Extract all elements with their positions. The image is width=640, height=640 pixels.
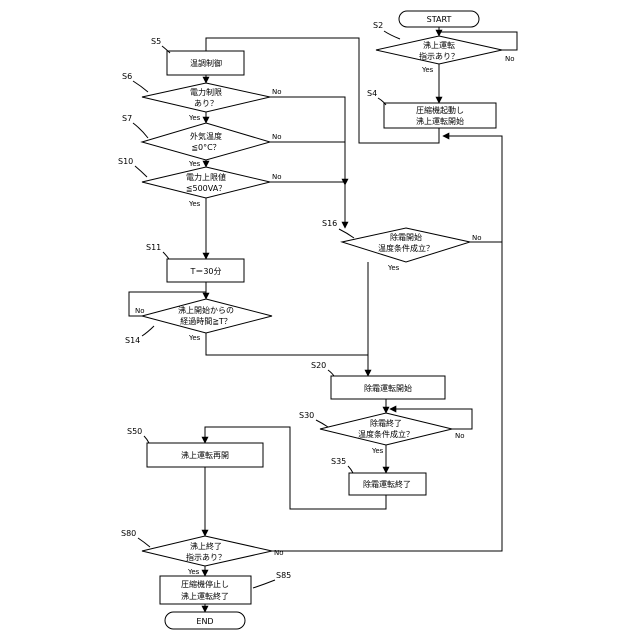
step-labels: S2 S4 S5 S6 S7 S10 S11 S14 S16 S20 S30 S…: [118, 21, 400, 588]
end-label: END: [196, 617, 213, 626]
process-s20: 除霜運転開始: [331, 376, 445, 399]
step-s16: S16: [322, 219, 337, 228]
decision-s80: 沸上終了 指示あり？: [142, 536, 272, 566]
s14-line-2: 経過時間≧T？: [180, 316, 232, 326]
s4-line-2: 沸上運転開始: [416, 116, 464, 126]
decision-s14: 沸上開始からの 経過時間≧T？: [142, 299, 272, 333]
process-s50: 沸上運転再開: [147, 443, 263, 467]
s6-line-1: 電力制限: [190, 87, 222, 97]
step-s35: S35: [331, 457, 346, 466]
s4-line-1: 圧縮機起動し: [416, 105, 464, 115]
s30-no-label: No: [455, 432, 465, 440]
process-s85: 圧縮機停止し 沸上運転終了: [160, 576, 251, 604]
process-s4: 圧縮機起動し 沸上運転開始: [384, 103, 496, 128]
step-s20: S20: [311, 361, 326, 370]
s6-line-2: あり？: [194, 99, 218, 108]
s11-label: T＝30分: [189, 267, 221, 276]
decision-s7: 外気温度 ≦0°C？: [142, 123, 270, 160]
s5-label: 温調制御: [190, 58, 222, 68]
decision-s16: 除霜開始 温度条件成立？: [342, 228, 470, 262]
start-label: START: [427, 15, 452, 24]
s35-label: 除霜運転終了: [363, 479, 411, 489]
s7-line-2: ≦0°C？: [191, 143, 220, 152]
s7-no-label: No: [272, 133, 282, 141]
s50-label: 沸上運転再開: [181, 450, 229, 460]
step-s14: S14: [125, 336, 140, 345]
s14-line-1: 沸上開始からの: [178, 305, 234, 315]
s30-yes-label: Yes: [371, 447, 384, 455]
s10-no-label: No: [272, 173, 282, 181]
s10-line-2: ≦500VA？: [186, 184, 226, 193]
s80-no-label: No: [274, 549, 284, 557]
process-s11: T＝30分: [167, 259, 244, 282]
s2-yes-label: Yes: [421, 66, 434, 74]
decision-s6: 電力制限 あり？: [142, 83, 270, 112]
step-s11: S11: [146, 243, 161, 252]
step-s10: S10: [118, 157, 133, 166]
step-s50: S50: [127, 427, 142, 436]
s30-line-1: 除霜終了: [370, 418, 402, 428]
step-s5: S5: [151, 37, 161, 46]
process-s35: 除霜運転終了: [349, 473, 426, 495]
s2-line-1: 沸上運転: [423, 40, 455, 50]
decision-s2: 沸上運転 指示あり？: [376, 36, 502, 64]
step-s6: S6: [122, 72, 132, 81]
s6-no-label: No: [272, 88, 282, 96]
s2-line-2: 指示あり？: [419, 51, 459, 61]
s80-line-2: 指示あり？: [186, 552, 226, 562]
step-s2: S2: [373, 21, 383, 30]
step-s85: S85: [276, 571, 291, 580]
decision-s10: 電力上限値 ≦500VA？: [142, 167, 270, 198]
s16-no-label: No: [472, 234, 482, 242]
decision-s30: 除霜終了 温度条件成立？: [320, 413, 452, 445]
s14-no-label: No: [135, 307, 145, 315]
s14-yes-label: Yes: [188, 334, 201, 342]
s16-yes-label: Yes: [387, 264, 400, 272]
s7-yes-label: Yes: [188, 160, 201, 168]
s10-yes-label: Yes: [188, 200, 201, 208]
s6-yes-label: Yes: [188, 114, 201, 122]
end-terminal: END: [165, 612, 245, 629]
s80-yes-label: Yes: [187, 568, 200, 576]
s10-line-1: 電力上限値: [186, 172, 226, 182]
start-terminal: START: [399, 11, 479, 27]
s80-line-1: 沸上終了: [190, 541, 222, 551]
s7-line-1: 外気温度: [190, 131, 222, 141]
step-s4: S4: [367, 89, 377, 98]
s30-line-2: 温度条件成立？: [358, 429, 414, 439]
s16-line-2: 温度条件成立？: [378, 243, 434, 253]
s85-line-2: 沸上運転終了: [181, 591, 229, 601]
step-s7: S7: [122, 114, 132, 123]
process-s5: 温調制御: [167, 51, 244, 75]
step-s80: S80: [121, 529, 136, 538]
s16-line-1: 除霜開始: [390, 232, 422, 242]
s85-line-1: 圧縮機停止し: [181, 579, 229, 589]
s2-no-label: No: [505, 55, 515, 63]
s20-label: 除霜運転開始: [364, 383, 412, 393]
step-s30: S30: [299, 411, 314, 420]
